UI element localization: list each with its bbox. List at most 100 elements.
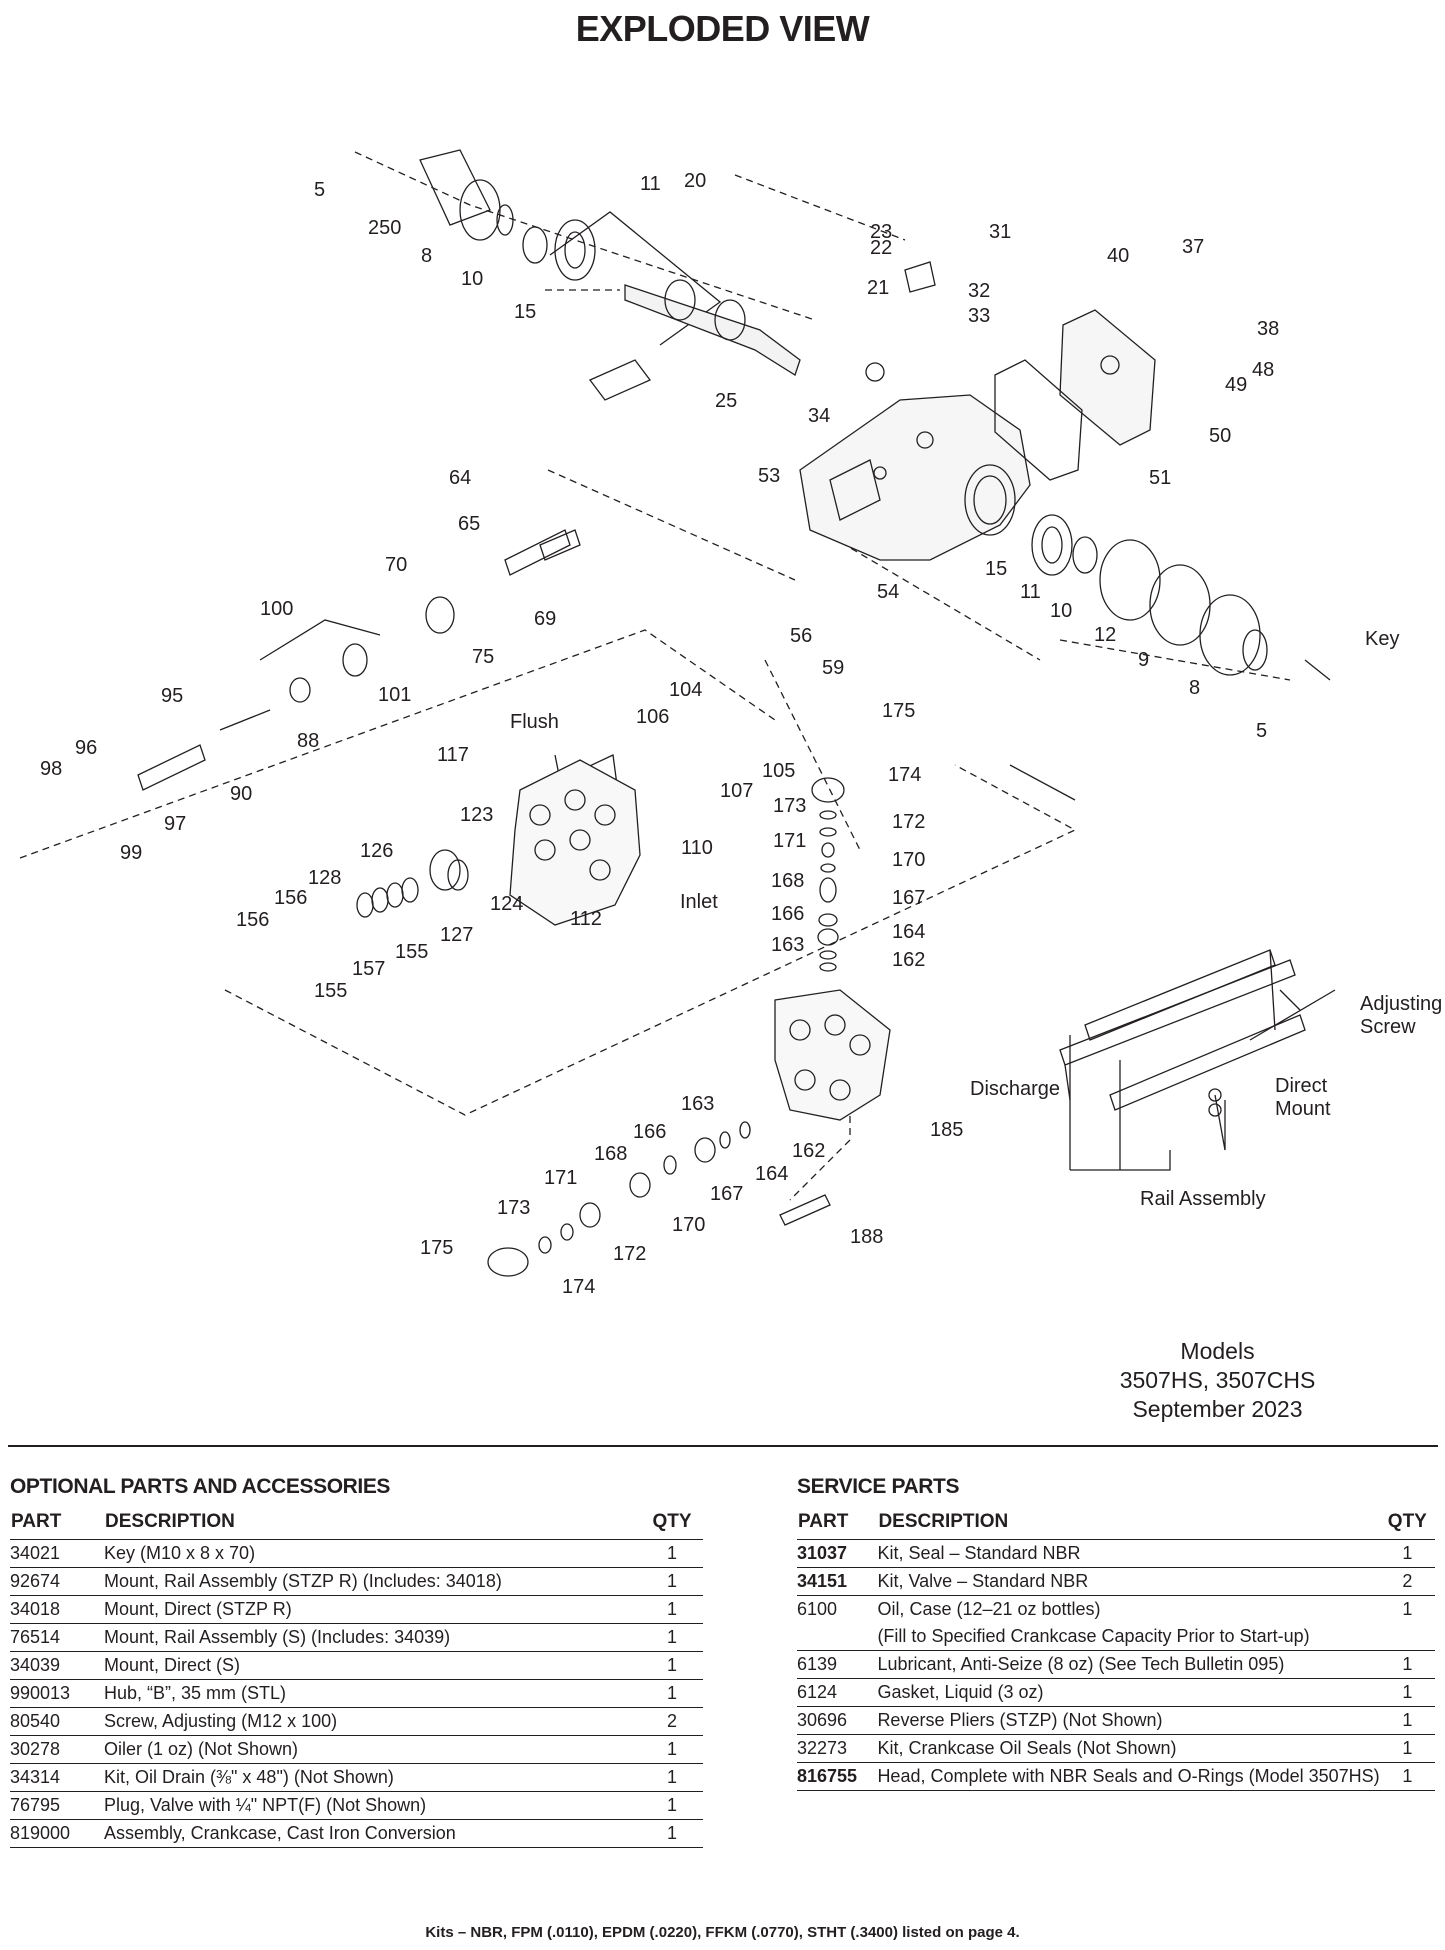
part-qty: 2 (641, 1707, 703, 1736)
callout-label: 172 (613, 1243, 646, 1265)
models-heading: Models (1180, 1338, 1255, 1364)
part-number: 34021 (10, 1539, 104, 1568)
part-qty: 1 (641, 1595, 703, 1624)
callout-label: 9 (1138, 649, 1149, 671)
callout-label: 40 (1107, 245, 1129, 267)
callout-label: 250 (368, 217, 401, 239)
crankcase-body (799, 394, 1031, 561)
callout-label: 105 (762, 760, 795, 782)
kits-footnote: Kits – NBR, FPM (.0110), EPDM (.0220), F… (425, 1924, 1020, 1941)
callout-label: 175 (882, 700, 915, 722)
part-number: 34314 (10, 1763, 104, 1792)
callout-label: 56 (790, 625, 812, 647)
callout-label: 188 (850, 1226, 883, 1248)
callout-label: 31 (989, 221, 1011, 243)
part-qty: 1 (641, 1791, 703, 1820)
part-qty: 1 (1379, 1762, 1435, 1791)
callout-label: 167 (892, 887, 925, 909)
callout-label: 166 (633, 1121, 666, 1143)
callout-label: 25 (715, 390, 737, 412)
callout-label: 32 (968, 280, 990, 302)
callout-label: 11 (1020, 581, 1041, 603)
callout-label: 163 (681, 1093, 714, 1115)
valve-stack-upper (811, 777, 845, 972)
models-block: Models 3507HS, 3507CHS September 2023 (1075, 1337, 1360, 1424)
col-part: PART (10, 1504, 104, 1540)
callout-label: Mount (1275, 1098, 1331, 1120)
callout-label: 156 (274, 887, 307, 909)
callout-label: 21 (867, 277, 889, 299)
callout-label: 101 (378, 684, 411, 706)
callout-label: 59 (822, 657, 844, 679)
adjusting-screw-part (1249, 989, 1336, 1041)
callout-label: 185 (930, 1119, 963, 1141)
part-description: Mount, Rail Assembly (S) (Includes: 3403… (104, 1623, 641, 1652)
part-description: Mount, Rail Assembly (STZP R) (Includes:… (104, 1567, 641, 1596)
callout-label: 175 (420, 1237, 453, 1259)
section-divider (8, 1445, 1438, 1447)
callout-label: 53 (758, 465, 780, 487)
table-header-row: PART DESCRIPTION QTY (10, 1504, 703, 1540)
part-description: Oiler (1 oz) (Not Shown) (104, 1735, 641, 1764)
part-number: 92674 (10, 1567, 104, 1596)
cover-gasket (994, 359, 1083, 481)
optional-parts-title: OPTIONAL PARTS AND ACCESSORIES (10, 1475, 391, 1498)
callout-label: 155 (395, 941, 428, 963)
part-qty: 1 (1379, 1706, 1435, 1735)
part-qty: 1 (1379, 1678, 1435, 1707)
breather-cap (904, 261, 936, 293)
callout-label: 97 (164, 813, 186, 835)
models-list: 3507HS, 3507CHS (1119, 1367, 1316, 1393)
part-qty: 1 (1379, 1734, 1435, 1763)
callout-label: 174 (562, 1276, 595, 1298)
part-description: Oil, Case (12–21 oz bottles)(Fill to Spe… (877, 1595, 1380, 1651)
callout-label: 49 (1225, 374, 1247, 396)
callout-label: 10 (1050, 600, 1072, 622)
discharge-manifold (774, 989, 891, 1121)
col-part: PART (797, 1504, 878, 1540)
callout-label: 155 (314, 980, 347, 1002)
callout-label: 168 (594, 1143, 627, 1165)
part-number: 80540 (10, 1707, 104, 1736)
callout-label: 164 (755, 1163, 788, 1185)
part-qty: 1 (641, 1539, 703, 1568)
part-description: Screw, Adjusting (M12 x 100) (104, 1707, 641, 1736)
callout-label: 100 (260, 598, 293, 620)
plunger-assembly (137, 529, 581, 918)
callout-label: Screw (1360, 1016, 1416, 1038)
callout-label: 162 (892, 949, 925, 971)
part-description: Gasket, Liquid (3 oz) (877, 1678, 1380, 1707)
callout-label: 65 (458, 513, 480, 535)
callout-label: 128 (308, 867, 341, 889)
callout-label: 11 (640, 173, 661, 195)
callout-label: 162 (792, 1140, 825, 1162)
callout-label: 51 (1149, 467, 1171, 489)
part-qty: 1 (1379, 1595, 1435, 1651)
part-number: 76795 (10, 1791, 104, 1820)
part-description: Hub, “B”, 35 mm (STL) (104, 1679, 641, 1708)
callout-label: 69 (534, 608, 556, 630)
callout-label: Rail Assembly (1140, 1188, 1266, 1210)
part-description: Kit, Oil Drain (⅜" x 48") (Not Shown) (104, 1763, 641, 1792)
part-number: 76514 (10, 1623, 104, 1652)
part-description: Kit, Seal – Standard NBR (877, 1539, 1380, 1568)
part-number: 816755 (797, 1762, 878, 1791)
callout-label: 50 (1209, 425, 1231, 447)
part-number: 6100 (797, 1595, 878, 1651)
part-description: Mount, Direct (STZP R) (104, 1595, 641, 1624)
callout-label: 171 (544, 1167, 577, 1189)
part-number: 34151 (797, 1567, 878, 1596)
part-qty: 1 (641, 1567, 703, 1596)
callout-label: 70 (385, 554, 407, 576)
callout-label: 164 (892, 921, 925, 943)
callout-label: 12 (1094, 624, 1116, 646)
part-description: Kit, Valve – Standard NBR (877, 1567, 1380, 1596)
callout-label: 38 (1257, 318, 1279, 340)
